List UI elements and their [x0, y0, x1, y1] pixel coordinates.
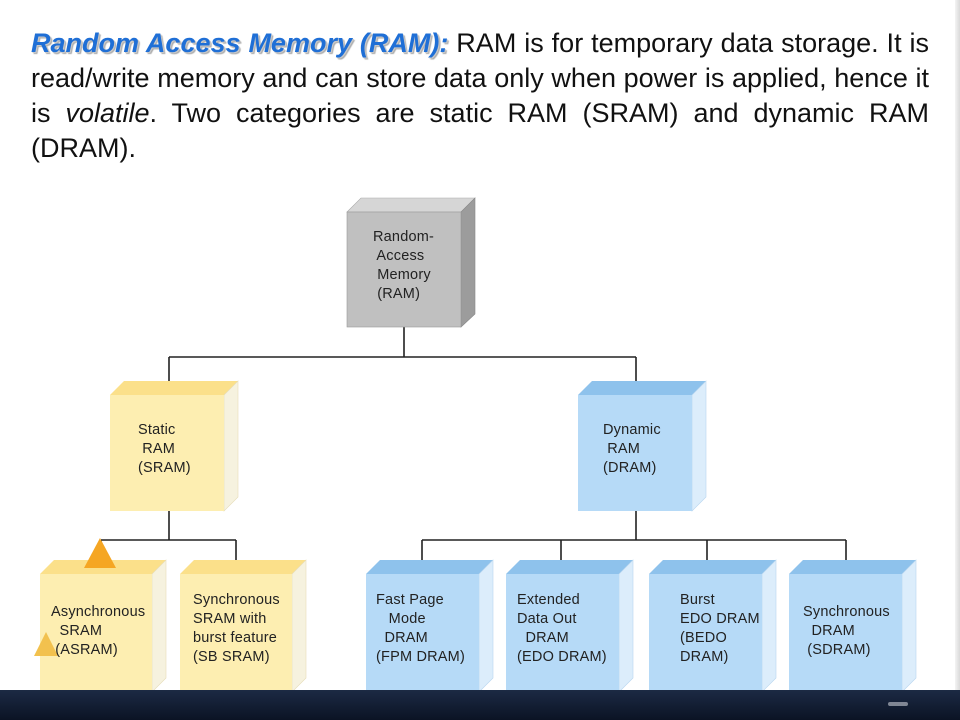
node-ram-label: Random- Access Memory (RAM) — [373, 229, 435, 302]
node-ram — [346, 197, 476, 328]
intro-term: Random Access Memory (RAM): — [31, 28, 449, 58]
node-fpm-dram-label: Fast Page Mode DRAM (FPM DRAM) — [376, 592, 465, 665]
node-sram — [110, 380, 239, 512]
intro-body: RAM is for temporary data storage. It is… — [31, 28, 929, 128]
node-fpm-dram — [366, 559, 494, 693]
node-asram — [40, 559, 167, 693]
node-sdram-label: Synchronous DRAM (SDRAM) — [803, 604, 890, 658]
node-dram-label: Dynamic RAM (DRAM) — [603, 422, 661, 476]
node-sbsram-label: Synchronous SRAM with burst feature (SB … — [193, 592, 280, 665]
node-asram-label: Asynchronous SRAM (ASRAM) — [51, 604, 146, 658]
node-sbsram — [180, 559, 307, 693]
node-edo-dram-label: Extended Data Out DRAM (EDO DRAM) — [517, 592, 607, 665]
node-sdram — [789, 559, 917, 693]
warning-icon-small — [34, 632, 58, 656]
intro-paragraph: Random Access Memory (RAM): RAM is for t… — [31, 26, 929, 166]
warning-icon — [84, 538, 116, 568]
slide-right-edge — [955, 0, 960, 720]
node-edo-dram — [506, 559, 634, 693]
intro-italic-word: volatile — [65, 98, 150, 128]
node-dram — [578, 380, 707, 512]
footer-logo-mark — [888, 702, 908, 706]
footer-bar — [0, 690, 960, 720]
node-sram-label: Static RAM (SRAM) — [138, 422, 191, 476]
intro-body-end: . Two categories are static RAM (SRAM) a… — [31, 98, 930, 163]
node-bedo-dram-label: Burst EDO DRAM (BEDO DRAM) — [680, 592, 760, 665]
node-bedo-dram — [649, 559, 777, 693]
